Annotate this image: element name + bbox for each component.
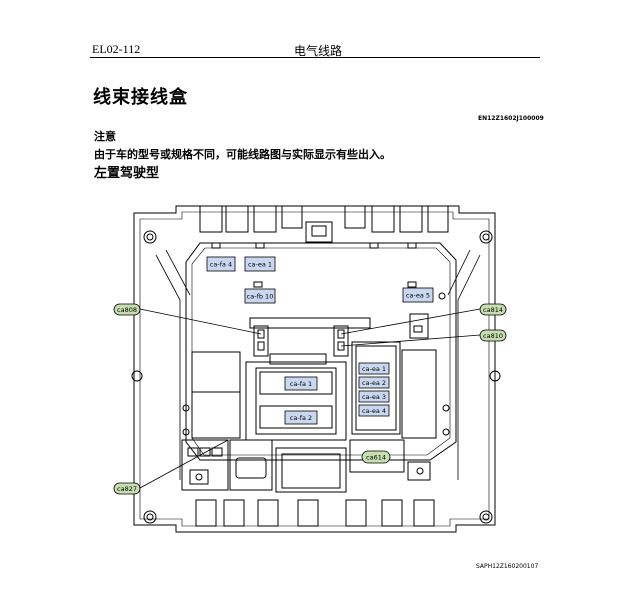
callout-ca808	[113, 303, 141, 316]
leader-line	[340, 308, 481, 335]
page-title: 线束接线盒	[93, 87, 188, 108]
connector-label: ca-ea 2	[362, 379, 386, 387]
connector-caea2	[358, 376, 390, 389]
leader-line	[139, 308, 262, 335]
callout-label: ca614	[366, 454, 386, 462]
connector-cafa4	[206, 256, 236, 272]
leader-line	[139, 439, 229, 489]
callout-ca810	[479, 329, 507, 342]
connector-caea5	[402, 287, 434, 303]
connector-caea3	[358, 390, 390, 403]
connector-cafa2	[284, 410, 318, 425]
callout-ca814	[479, 303, 507, 316]
callout-ca827	[113, 482, 141, 495]
connector-label: ca-ea 1	[248, 261, 272, 269]
connector-caea4	[358, 404, 390, 417]
connector-label: ca-ea 3	[362, 393, 386, 401]
connector-label: ca-ea 5	[406, 292, 430, 300]
note-heading: 注意	[94, 130, 116, 143]
connector-label: ca-fa 2	[290, 414, 312, 422]
connector-label: ca-fa 4	[210, 261, 232, 269]
note-text: 由于车的型号或规格不同，可能线路图与实际显示有些出入。	[94, 148, 391, 161]
connector-cafb10	[244, 288, 276, 304]
connector-caea1-top	[244, 256, 276, 272]
connector-label: ca-fb 10	[247, 293, 274, 301]
doc-code-bottom: SAPH12Z160200107	[476, 563, 539, 570]
callout-label: ca808	[117, 306, 137, 314]
connector-label: ca-ea 4	[362, 407, 386, 415]
connector-caea1	[358, 362, 390, 375]
callout-ca614	[361, 450, 391, 464]
connector-label: ca-fa 1	[290, 380, 312, 388]
header-rule	[90, 57, 540, 58]
connector-label: ca-ea 1	[362, 365, 386, 373]
doc-code-top: EN12Z1602J100009	[478, 115, 544, 122]
page-code: EL02-112	[92, 42, 141, 56]
section-title: 电气线路	[294, 44, 343, 58]
leader-line	[340, 334, 481, 347]
callout-label: ca810	[483, 332, 503, 340]
callout-label: ca827	[117, 485, 137, 493]
callout-label: ca814	[483, 306, 503, 314]
subtitle: 左置驾驶型	[94, 166, 160, 181]
connector-cafa1	[284, 376, 318, 391]
